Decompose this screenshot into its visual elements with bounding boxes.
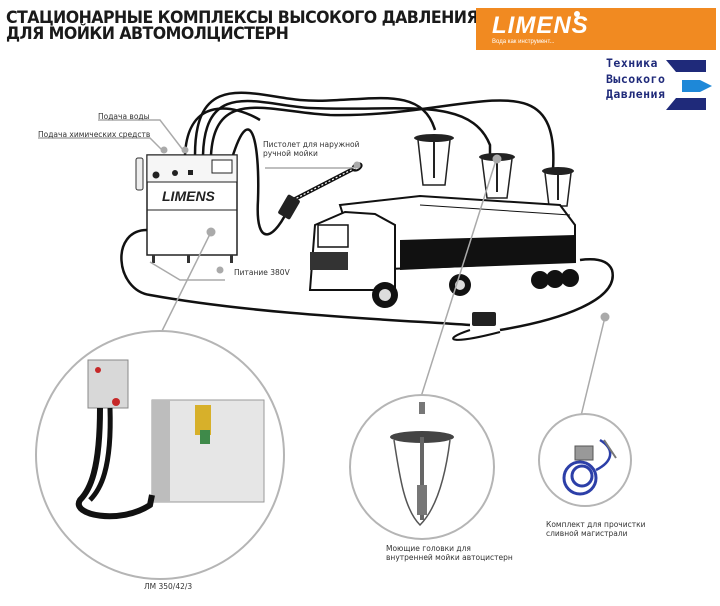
callout-dot-icon [353, 161, 361, 169]
title-line-2: ДЛЯ МОЙКИ АВТОМОЛЦИСТЕРН [6, 24, 289, 44]
title-line-1: СТАЦИОНАРНЫЕ КОМПЛЕКСЫ ВЫСОКОГО ДАВЛЕНИЯ [6, 8, 479, 28]
partner-logo-line-1: Техника [606, 56, 658, 70]
callout-dot-icon [492, 154, 502, 164]
partner-logo-line-3: Давления [606, 87, 666, 101]
wash-heads-label-line-2: внутренней мойки автоцистерн [386, 553, 513, 562]
callout-dot-icon [160, 146, 168, 154]
limens-logo: LIMENS Вода как инструмент... [476, 8, 716, 50]
water-supply-label: Подача воды [98, 112, 150, 121]
callout-dots [160, 146, 610, 322]
spray-gun-label-line-2: ручной мойки [263, 149, 318, 158]
unit-model-label: ЛМ 350/42/3 [144, 582, 193, 591]
drain-kit-label: Комплект для прочистки сливной магистрал… [546, 520, 646, 538]
drain-hose-loop [452, 329, 501, 341]
drain-kit-photo [562, 438, 617, 496]
wash-heads-label: Моющие головки для внутренней мойки авто… [386, 544, 513, 562]
partner-logo-line-2: Высокого [606, 71, 666, 86]
page-title: СТАЦИОНАРНЫЕ КОМПЛЕКСЫ ВЫСОКОГО ДАВЛЕНИЯ… [6, 8, 479, 44]
drain-kit-label-line-2: сливной магистрали [546, 529, 628, 538]
spray-gun-label-line-1: Пистолет для наружной [263, 140, 360, 149]
wash-heads-label-line-1: Моющие головки для [386, 544, 471, 553]
partner-logo: Техника Высокого Давления [606, 56, 665, 103]
power-label: Питание 380V [234, 268, 290, 277]
callout-leaders [38, 119, 606, 421]
registered-icon [574, 11, 580, 17]
tanker-truck-icon [308, 194, 579, 308]
callout-dot-icon [206, 227, 216, 237]
drain-kit-label-line-1: Комплект для прочистки [546, 520, 646, 529]
callout-dot-icon [216, 266, 224, 274]
partner-arrows-icon [666, 60, 712, 110]
wash-head-icon [542, 167, 574, 207]
ground-hose [120, 228, 471, 327]
chemical-supply-label: Подача химических средств [38, 130, 151, 139]
gun-hose [228, 128, 292, 236]
drain-nozzle-icon [472, 312, 496, 326]
drain-hose [499, 258, 614, 332]
limens-slogan: Вода как инструмент... [492, 39, 555, 45]
callout-dot-icon [181, 146, 189, 154]
washer-unit-icon [135, 154, 238, 263]
unit-photo [75, 359, 265, 520]
unit-panel-logo: LIMENS [162, 188, 216, 204]
limens-wordmark: LIMENS [492, 12, 589, 39]
wash-head-icon [414, 134, 454, 186]
spray-gun-label: Пистолет для наружной ручной мойки [263, 140, 359, 158]
supply-hoses [183, 91, 555, 171]
callout-dot-icon [600, 312, 610, 322]
wash-head-photo [390, 402, 454, 527]
